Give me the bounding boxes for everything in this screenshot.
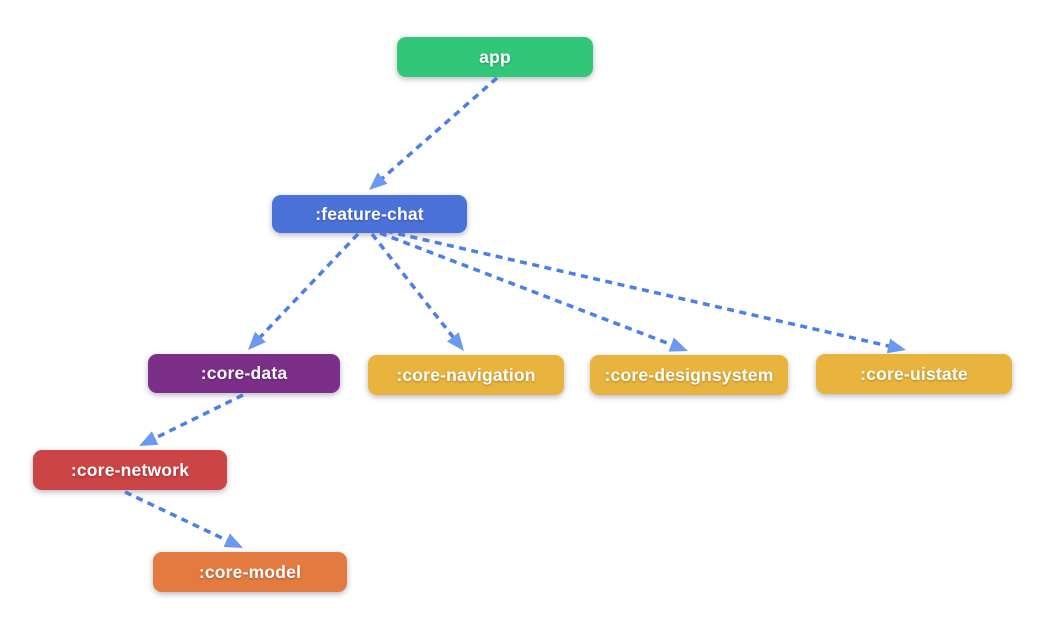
node-core-uistate: :core-uistate xyxy=(816,354,1012,394)
edge-app-to-feature-chat xyxy=(369,76,499,190)
node-label: :core-model xyxy=(198,561,302,582)
node-label: :feature-chat xyxy=(315,203,424,224)
node-label: :core-data xyxy=(200,363,288,383)
arrowhead-icon xyxy=(139,431,159,446)
edge-feature-chat-to-core-data xyxy=(248,232,360,350)
node-core-network: :core-network xyxy=(33,450,227,490)
node-core-navigation: :core-navigation xyxy=(368,355,564,395)
node-feature-chat: :feature-chat xyxy=(272,195,467,233)
arrowhead-icon xyxy=(886,338,906,354)
edge-line xyxy=(379,231,677,348)
node-label: :core-navigation xyxy=(396,364,536,385)
node-label: :core-uistate xyxy=(860,363,968,384)
edge-feature-chat-to-core-designsystem xyxy=(379,231,688,352)
edge-core-data-to-core-network xyxy=(139,393,244,446)
node-label: app xyxy=(479,46,511,67)
node-core-data: :core-data xyxy=(148,354,340,393)
node-label: :core-network xyxy=(70,459,190,480)
node-core-model: :core-model xyxy=(153,552,347,592)
edge-line xyxy=(370,232,458,342)
arrowhead-icon xyxy=(248,331,266,350)
edge-line xyxy=(124,490,233,545)
arrowhead-icon xyxy=(446,332,464,351)
edge-core-network-to-core-model xyxy=(124,490,243,548)
arrowhead-icon xyxy=(668,337,688,352)
edge-line xyxy=(377,76,499,183)
edge-line xyxy=(255,232,360,342)
node-label: :core-designsystem xyxy=(604,364,774,385)
node-app: app xyxy=(397,37,593,77)
arrowhead-icon xyxy=(223,533,243,548)
edge-feature-chat-to-core-uistate xyxy=(385,229,906,354)
edge-feature-chat-to-core-navigation xyxy=(370,232,464,351)
edge-line xyxy=(149,393,244,442)
edge-line xyxy=(385,229,894,349)
node-core-designsystem: :core-designsystem xyxy=(590,355,788,395)
arrowhead-icon xyxy=(369,172,388,190)
